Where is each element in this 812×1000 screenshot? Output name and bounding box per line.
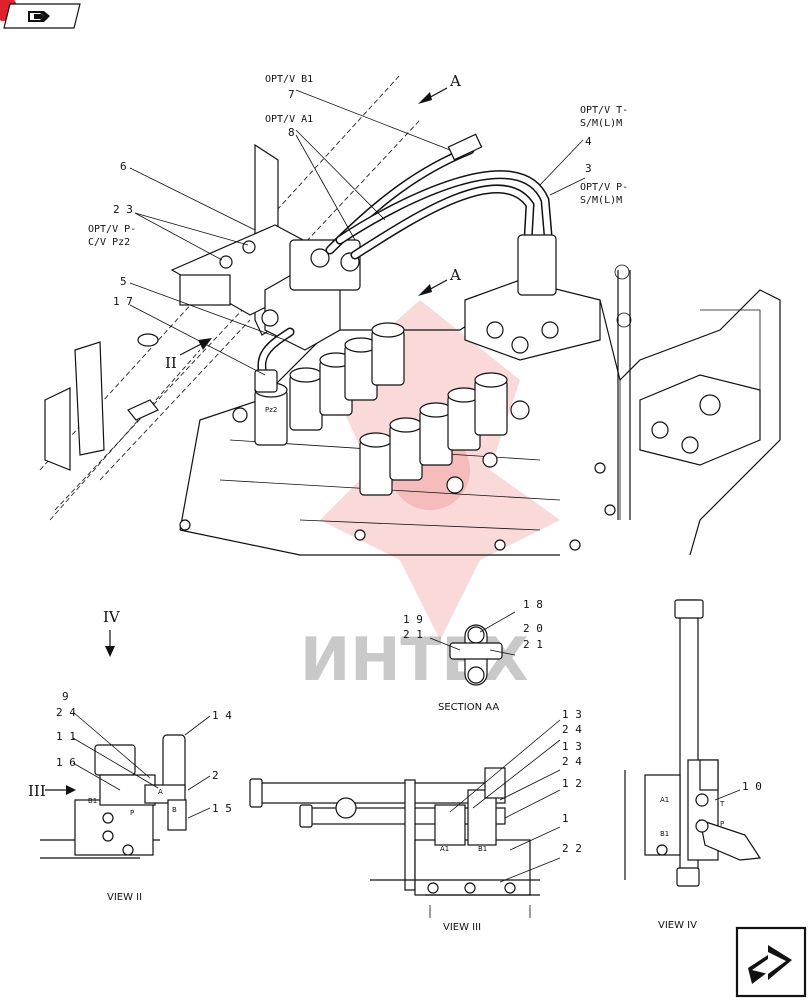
callout-24a: 2 4 (562, 723, 582, 736)
callout-9: 9 (62, 690, 69, 703)
port-b1: B1 (88, 797, 97, 805)
loose-parts (44, 333, 159, 471)
main-assembly (39, 74, 781, 556)
callout-24b: 2 4 (562, 755, 582, 768)
label-view-iii-arrow: III (28, 782, 46, 800)
view-iv-labels: 1 0 A1 B1 T P VIEW IV (658, 780, 762, 931)
callout-13b: 1 3 (562, 740, 582, 753)
port-a: A (158, 788, 163, 796)
view-iii-caption: VIEW III (443, 922, 481, 933)
watermark-text: ИНТЕХ (300, 625, 529, 695)
callout-19: 1 9 (403, 613, 423, 626)
callout-4: 4 (585, 135, 592, 148)
nav-button[interactable] (0, 0, 81, 29)
view-iv-drawing (624, 599, 762, 887)
label-opt-v-t-1: OPT/V T- (580, 105, 628, 116)
view-ii-caption: VIEW II (107, 892, 142, 903)
callout-11: 1 1 (56, 730, 76, 743)
port-b: B (172, 806, 177, 814)
label-opt-v-t-2: S/M(L)M (580, 118, 622, 129)
callout-2: 2 (212, 769, 219, 782)
label-view-iv-arrow: IV (103, 608, 121, 626)
hoses (254, 133, 557, 393)
callout-1: 1 (562, 812, 569, 825)
callout-10: 1 0 (742, 780, 762, 793)
label-view-ii-arrow: II (165, 354, 177, 372)
leader-lines (129, 89, 586, 376)
view-iv-arrow (105, 630, 115, 657)
port-p: P (130, 809, 134, 817)
next-page-button[interactable] (735, 926, 807, 998)
port-b1-iv: B1 (660, 830, 669, 838)
callout-21-left: 2 1 (403, 628, 423, 641)
solenoid-valve (261, 239, 361, 351)
port-a1: A1 (440, 845, 449, 853)
label-pz2: Pz2 (265, 406, 277, 414)
callout-6: 6 (120, 160, 127, 173)
view-iii-labels: 1 3 2 4 1 3 2 4 1 2 1 2 2 A1 B1 VIEW III (440, 708, 582, 933)
label-opt-v-p-2: S/M(L)M (580, 195, 622, 206)
callout-24: 2 4 (56, 706, 76, 719)
view-ii-arrow (179, 338, 212, 356)
linkage-rod (614, 264, 632, 520)
section-aa (429, 611, 516, 686)
label-section-a-upper: A (449, 72, 461, 90)
view-iii-arrow (45, 785, 76, 795)
bolts (179, 400, 616, 551)
section-aa-labels: 1 8 1 9 2 1 2 0 2 1 SECTION AA (403, 598, 543, 713)
callout-23: 2 3 (113, 203, 133, 216)
callout-7: 7 (288, 88, 295, 101)
label-opt-v-p-1: OPT/V P- (580, 182, 628, 193)
callout-22: 2 2 (562, 842, 582, 855)
valve-block-right (464, 279, 761, 466)
port-a1-iv: A1 (660, 796, 669, 804)
callout-labels: OPT/V B1 7 OPT/V A1 8 OPT/V T- S/M(L)M 4… (28, 72, 628, 800)
callout-17: 1 7 (113, 295, 133, 308)
next-page-arrow-icon (748, 945, 792, 984)
callout-12: 1 2 (562, 777, 582, 790)
section-arrow-a-upper (418, 87, 448, 104)
section-aa-caption: SECTION AA (438, 702, 499, 713)
callout-13a: 1 3 (562, 708, 582, 721)
port-t: T (719, 800, 725, 808)
port-b1-iii: B1 (478, 845, 487, 853)
callout-14: 1 4 (212, 709, 232, 722)
callout-8: 8 (288, 126, 295, 139)
valve-spools (254, 322, 508, 496)
view-ii-drawing (40, 630, 211, 859)
label-opt-v-b1: OPT/V B1 (265, 74, 313, 85)
book-arrow-icon (28, 11, 50, 22)
callout-3: 3 (585, 162, 592, 175)
view-ii-labels: 9 2 4 1 1 1 6 1 4 2 1 5 B1 P A B VIEW II (56, 690, 232, 903)
label-opt-v-pcv-2: C/V Pz2 (88, 237, 130, 248)
callout-15: 1 5 (212, 802, 232, 815)
label-opt-v-a1: OPT/V A1 (265, 114, 313, 125)
port-p-iv: P (720, 820, 724, 828)
view-iii-drawing (249, 719, 561, 918)
label-opt-v-pcv-1: OPT/V P- (88, 224, 136, 235)
callout-5: 5 (120, 275, 127, 288)
view-iv-caption: VIEW IV (658, 920, 697, 931)
callout-16: 1 6 (56, 756, 76, 769)
callout-21-right: 2 1 (523, 638, 543, 651)
label-section-a-lower: A (449, 266, 461, 284)
callout-20: 2 0 (523, 622, 543, 635)
callout-18: 1 8 (523, 598, 543, 611)
section-arrow-a-lower (418, 279, 448, 296)
